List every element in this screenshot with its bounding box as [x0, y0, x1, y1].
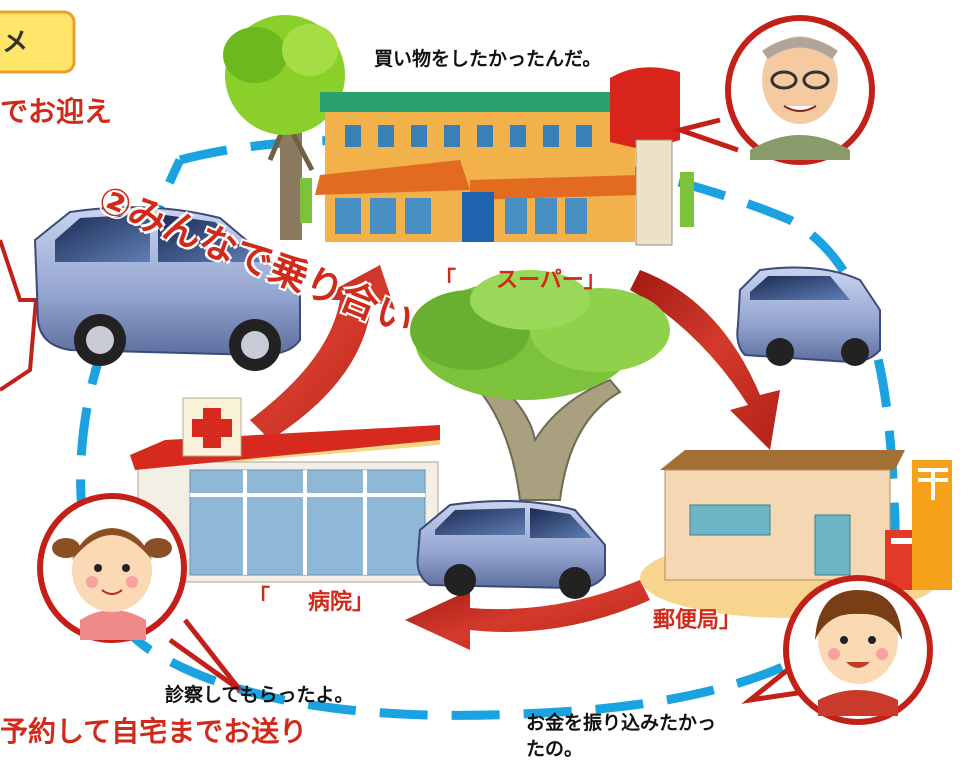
hospital-label: 病院」 — [308, 590, 375, 615]
arrow-post-to-hospital — [405, 580, 650, 650]
bottom-fragment: 予約して自宅までお送り — [0, 715, 308, 748]
speech-girl: 診察してもらったよ。 — [165, 684, 354, 706]
woman-face — [815, 590, 902, 716]
minivan-center — [416, 500, 606, 599]
speech-woman-line2: たの。 — [526, 738, 584, 760]
girl-face — [52, 528, 172, 640]
elder-face — [750, 36, 850, 160]
minivan-left — [33, 206, 301, 371]
top-box-fragment: メ — [2, 28, 29, 58]
supermarket-label: スーパー」 — [496, 268, 606, 293]
top-subtitle-fragment: でお迎え — [0, 95, 113, 128]
supermarket-open-bracket: 「 — [434, 268, 457, 293]
arrow-hospital-to-supermarket — [250, 265, 395, 440]
woman-callout — [741, 575, 933, 725]
supermarket-building — [223, 15, 694, 246]
arrow-supermarket-to-post — [630, 270, 780, 450]
speech-woman-line1: お金を振り込みたかっ — [526, 712, 717, 734]
minivan-upper-right — [736, 266, 881, 366]
post-office-label: 郵便局」 — [653, 608, 742, 633]
hospital-building — [130, 397, 440, 583]
speech-elder: 買い物をしたかったんだ。 — [374, 48, 602, 70]
hospital-open-bracket: 「 — [248, 586, 271, 611]
elder-callout — [671, 15, 875, 165]
supermarket-tree — [223, 15, 345, 240]
left-callout-edge — [0, 239, 39, 392]
girl-callout — [37, 493, 242, 693]
central-tree — [410, 270, 670, 501]
top-label-box — [0, 10, 76, 74]
post-office-building — [640, 450, 952, 618]
